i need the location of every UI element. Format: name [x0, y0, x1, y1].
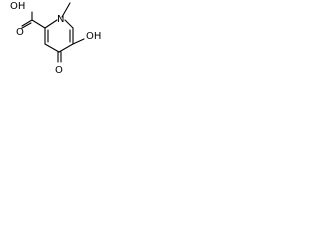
bond-c6-n	[64, 19, 74, 29]
atom-carboxyl-o: O	[16, 27, 24, 38]
atom-n: N	[57, 14, 64, 25]
bond-carboxyl-o	[21, 19, 33, 27]
bond-c2-carboxyl	[31, 19, 46, 29]
structural-formula: N O OH H OH O	[10, 1, 101, 76]
bond-n-c2	[44, 19, 58, 29]
bond-c3-c4	[44, 43, 60, 53]
atom-carboxyl-oh: OH	[10, 1, 25, 12]
bond-c4-c5	[58, 43, 74, 53]
bond-carboxyl-o-double	[21, 22, 32, 29]
atom-ketone-o: O	[55, 65, 63, 76]
bond-c5-oh	[72, 38, 85, 45]
bond-n-methyl	[61, 2, 71, 18]
atom-hydroxyl: OH	[86, 31, 101, 42]
